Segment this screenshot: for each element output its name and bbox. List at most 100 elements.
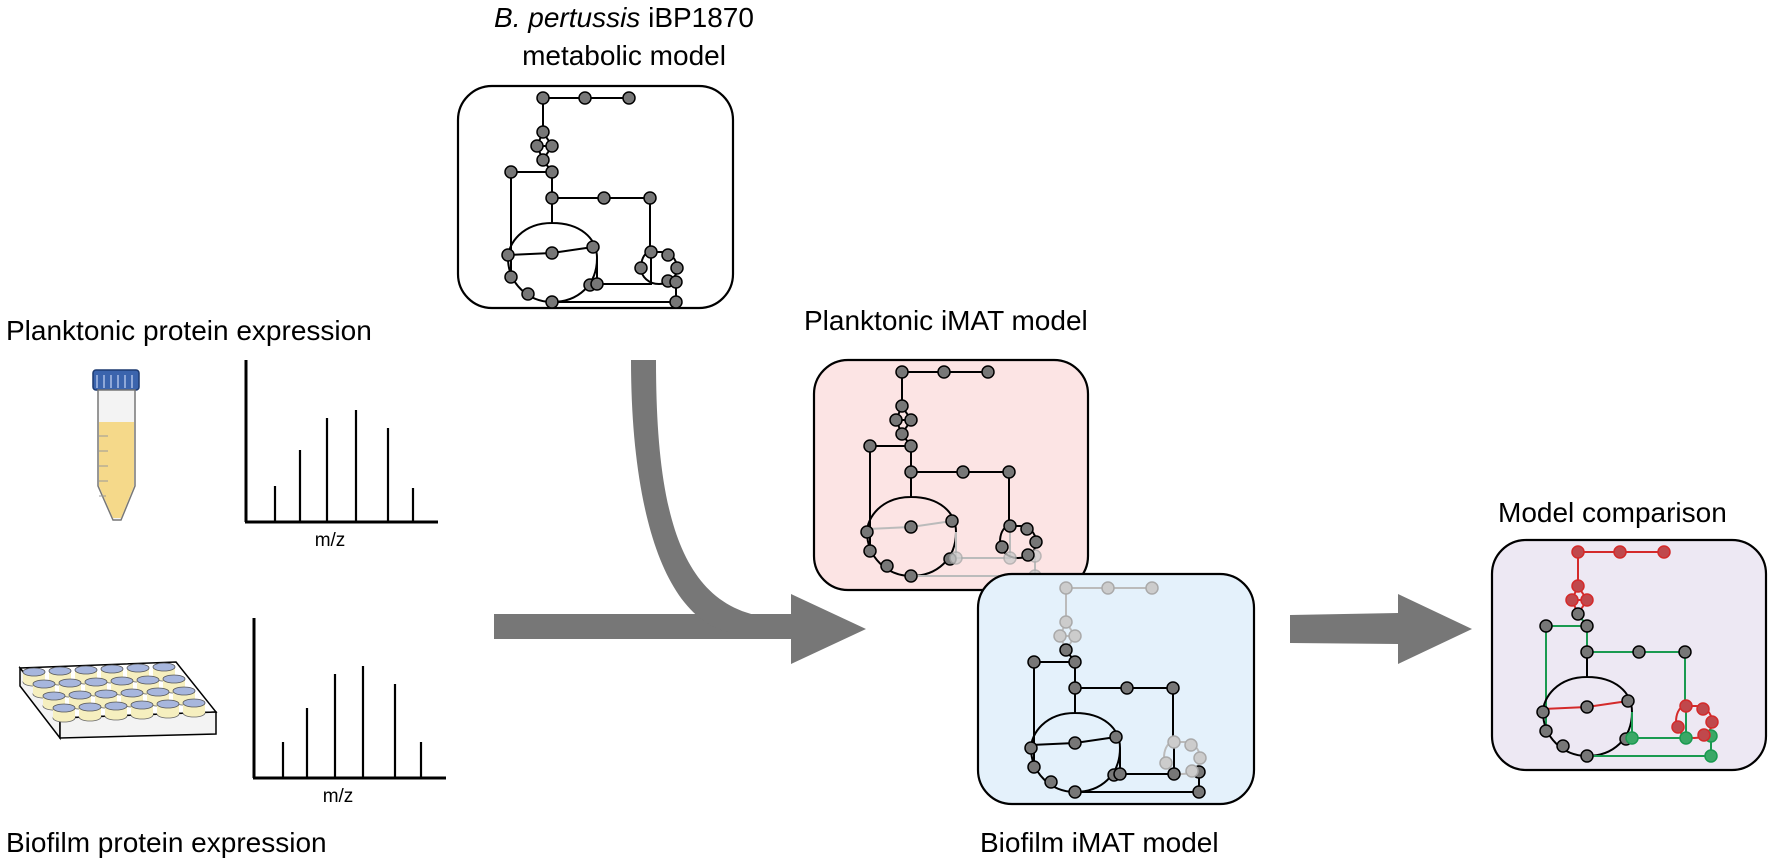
network-node [1580, 593, 1594, 607]
plate-well [104, 701, 128, 711]
network-node [644, 245, 658, 259]
network-node [863, 544, 877, 558]
biofilm-network [1024, 581, 1207, 799]
plate-well [32, 679, 56, 689]
network-node [956, 465, 970, 479]
network-node [1678, 645, 1692, 659]
network-node [1539, 724, 1553, 738]
network-node [536, 153, 550, 167]
network-node [1571, 579, 1585, 593]
network-node [669, 295, 683, 309]
network-node [895, 427, 909, 441]
network-node [643, 191, 657, 205]
network-node [880, 559, 894, 573]
network-node [1068, 785, 1082, 799]
network-node [1185, 764, 1199, 778]
network-node [1696, 702, 1710, 716]
network-node [1059, 615, 1073, 629]
comparison-label: Model comparison [1498, 497, 1727, 528]
network-node [945, 514, 959, 528]
culture-tube [92, 369, 140, 521]
network-node [1003, 519, 1017, 533]
model-title-rest: iBP1870 [640, 2, 754, 33]
plate-well [182, 698, 206, 708]
plate-well [68, 690, 92, 700]
network-node [1059, 643, 1073, 657]
network-node [545, 246, 559, 260]
network-node [1571, 545, 1585, 559]
planktonic-imat-label: Planktonic iMAT model [804, 305, 1088, 336]
plate-well [42, 691, 66, 701]
network-node [1539, 619, 1553, 633]
network-node [1068, 736, 1082, 750]
network-node [889, 413, 903, 427]
network-node [1167, 735, 1181, 749]
network-node [1580, 700, 1594, 714]
network-node [1166, 681, 1180, 695]
base-model-network [501, 91, 684, 309]
network-node [904, 465, 918, 479]
comparison-box [1490, 538, 1768, 772]
tube-liquid [99, 422, 134, 518]
network-node [1625, 731, 1639, 745]
plate-well [52, 703, 76, 713]
network-node [1068, 629, 1082, 643]
spectrum-biofilm: m/z [252, 618, 446, 807]
planktonic-imat-box [812, 358, 1090, 592]
network-node [504, 270, 518, 284]
network-node [1029, 535, 1043, 549]
network-node [1657, 545, 1671, 559]
network-node [1193, 751, 1207, 765]
well-plate [18, 661, 218, 741]
network-node [1536, 705, 1550, 719]
spectrum-planktonic: m/z [244, 360, 438, 551]
network-node [590, 277, 604, 291]
mz-label-bottom: m/z [323, 786, 354, 807]
network-node [622, 91, 636, 105]
network-node [1027, 760, 1041, 774]
network-node [504, 165, 518, 179]
arrow-merge [494, 360, 866, 664]
plate-well [74, 665, 98, 675]
plate-well [48, 666, 72, 676]
network-node [1059, 581, 1073, 595]
plate-well [136, 675, 160, 685]
network-node [860, 525, 874, 539]
network-node [1003, 551, 1017, 565]
arrow-to-comparison [1290, 594, 1472, 664]
network-edge [1587, 706, 1712, 757]
network-node [670, 261, 684, 275]
network-node [1184, 738, 1198, 752]
network-node [949, 551, 963, 565]
network-node [904, 520, 918, 534]
plate-well [84, 677, 108, 687]
network-node [536, 125, 550, 139]
network-node [545, 139, 559, 153]
plate-well [78, 702, 102, 712]
plate-well [172, 686, 196, 696]
plate-well [126, 663, 150, 673]
plate-well [162, 674, 186, 684]
network-node [1704, 749, 1718, 763]
network-node [1192, 785, 1206, 799]
plate-well [110, 676, 134, 686]
plate-well [146, 687, 170, 697]
network-node [1679, 699, 1693, 713]
network-node [545, 295, 559, 309]
comparison-network [1536, 545, 1719, 763]
plate-well [58, 678, 82, 688]
network-node [937, 365, 951, 379]
network-node [501, 248, 515, 262]
network-node [1109, 730, 1123, 744]
network-node [1613, 545, 1627, 559]
network-node [904, 439, 918, 453]
network-node [895, 365, 909, 379]
network-node [1068, 681, 1082, 695]
network-node [1697, 728, 1711, 742]
network-node [863, 439, 877, 453]
network-node [1044, 775, 1058, 789]
plate-well [152, 662, 176, 672]
network-node [1120, 681, 1134, 695]
planktonic-expression-label: Planktonic protein expression [6, 315, 372, 346]
network-node [1565, 593, 1579, 607]
